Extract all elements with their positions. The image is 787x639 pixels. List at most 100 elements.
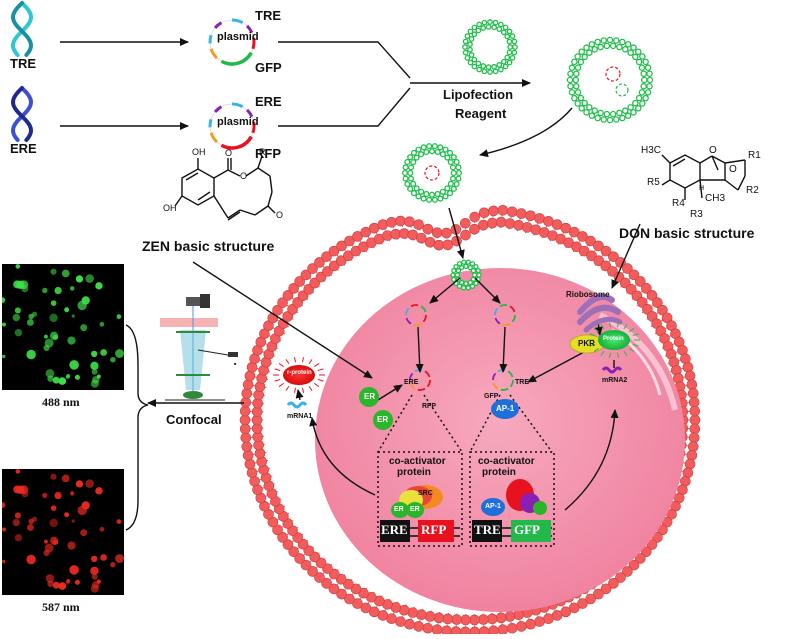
lipid-head <box>434 240 444 250</box>
cell-spot <box>91 556 97 562</box>
cell-spot <box>42 493 47 498</box>
cell-spot <box>2 355 5 358</box>
liposome-lipid <box>486 25 490 29</box>
cell-spot <box>49 314 58 323</box>
liposome-lipid <box>645 90 650 95</box>
cell-spot <box>100 349 107 356</box>
lipid-head <box>240 424 250 434</box>
label-ere: ERE <box>10 141 37 156</box>
label-tre-plasmid: TRE <box>255 8 281 23</box>
liposome-lipid <box>639 90 644 95</box>
cell-spot <box>45 544 54 553</box>
liposome-lipid <box>507 60 511 64</box>
label-587nm: 587 nm <box>42 600 80 615</box>
lipid-head <box>687 450 697 460</box>
cell-spot <box>76 480 83 487</box>
label-gfp-plasmid: GFP <box>255 60 282 75</box>
cell-spot <box>16 281 24 289</box>
liposome-lipid <box>419 189 424 194</box>
lipid-head <box>241 433 251 443</box>
lipid-head <box>470 212 480 222</box>
liposome-lipid <box>405 160 410 165</box>
lipid-head <box>690 415 700 425</box>
liposome-lipid <box>573 77 578 82</box>
label-tre: TRE <box>10 56 36 71</box>
liposome-lipid <box>628 50 633 55</box>
liposome-lipid <box>582 54 587 59</box>
don-o-epoxide: O <box>729 164 737 175</box>
don-r1: R1 <box>748 150 761 161</box>
lipid-head <box>443 240 453 250</box>
cell-spot <box>26 350 35 359</box>
cell-spot <box>90 567 98 575</box>
liposome-lipid <box>435 192 440 197</box>
lipid-head <box>489 626 499 634</box>
liposome-lipid <box>492 65 496 69</box>
cell-spot <box>16 486 24 494</box>
lipid-head <box>470 627 480 634</box>
liposome-lipid <box>493 20 497 24</box>
label-tre-box: TRE <box>474 522 501 538</box>
liposome-lipid <box>575 54 580 59</box>
cell-spot <box>91 585 99 593</box>
glow-ray <box>294 357 295 362</box>
cell-spot <box>62 270 70 278</box>
lipid-head <box>432 625 442 634</box>
cell-spot <box>70 286 74 290</box>
liposome-lipid <box>462 260 466 264</box>
lipid-head <box>441 228 451 238</box>
liposome-lipid <box>409 165 414 170</box>
lipid-head <box>516 209 526 219</box>
liposome-lipid <box>567 77 572 82</box>
liposome-lipid <box>451 155 456 160</box>
liposome-lipid <box>645 65 650 70</box>
plasmid-segment <box>210 35 211 43</box>
don-h3c: H3C <box>641 145 661 156</box>
lipid-head <box>240 415 250 425</box>
cell-spot <box>51 300 57 306</box>
lipid-head <box>404 619 414 629</box>
liposome-lipid <box>507 29 511 33</box>
liposome-lipid <box>614 38 619 43</box>
lipid-head <box>505 219 515 229</box>
liposome-lipid <box>502 30 506 34</box>
lipid-head <box>423 224 433 234</box>
label-gfp-nucleus: GFP <box>484 393 498 400</box>
lipid-head <box>242 388 252 398</box>
lipid-head <box>685 459 695 469</box>
liposome-lipid <box>636 49 641 54</box>
liposome-lipid <box>589 113 594 118</box>
label-rfp-box: RFP <box>421 522 446 538</box>
micrograph-587 <box>2 469 124 595</box>
liposome-lipid <box>403 165 408 170</box>
cell-spot <box>15 307 21 313</box>
liposome-lipid <box>598 110 603 115</box>
don-o-ring: O <box>709 145 717 156</box>
liposome-lipid <box>488 20 492 24</box>
liposome-lipid <box>584 110 589 115</box>
label-ap1-box: AP-1 <box>485 503 501 510</box>
liposome-lipid <box>438 145 443 150</box>
liposome-lipid <box>505 55 509 59</box>
cell-spot <box>75 580 80 585</box>
liposome-lipid <box>643 59 648 64</box>
liposome-lipid <box>579 49 584 54</box>
liposome-lipid <box>481 26 485 30</box>
liposome-lipid <box>647 71 652 76</box>
cell-spot <box>80 529 87 536</box>
tre-dna-helix-icon <box>13 3 31 55</box>
label-coactivator-left-1: co-activator <box>389 456 446 467</box>
liposome-lipid <box>454 160 459 165</box>
liposome-lipid <box>643 96 648 101</box>
liposome-lipid <box>452 269 456 273</box>
don-r5: R5 <box>647 177 660 188</box>
liposome-lipid <box>466 286 470 290</box>
ere-dna-helix-icon <box>13 88 31 140</box>
plasmid-segment <box>211 49 217 58</box>
inner-plasmid <box>616 84 628 96</box>
liposome-lipid <box>507 39 511 43</box>
nucleus <box>315 268 685 612</box>
glow-ray <box>302 388 303 393</box>
cell-spot <box>69 360 79 370</box>
lipid-head <box>395 216 405 226</box>
